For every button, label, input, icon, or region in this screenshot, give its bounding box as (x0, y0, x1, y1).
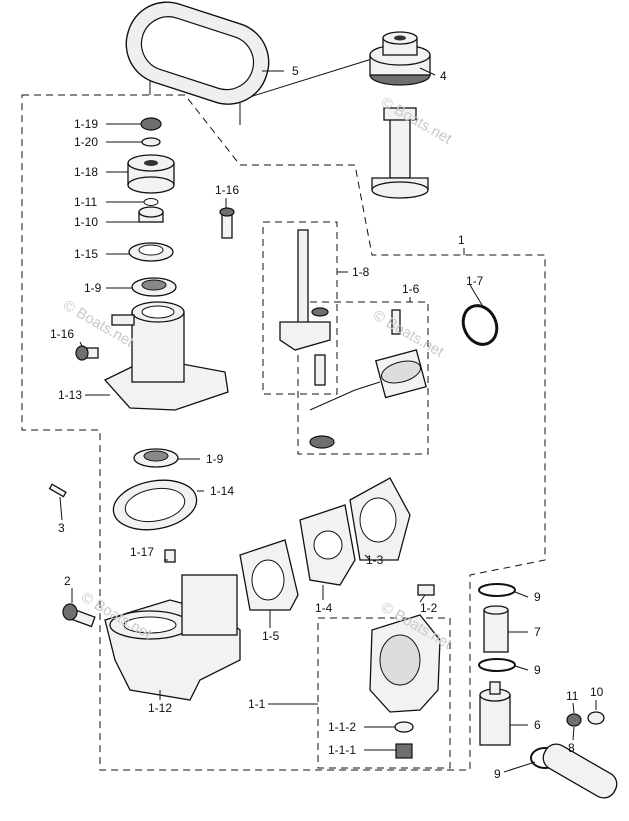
leader-lines (59, 67, 597, 773)
label-1: 1 (458, 233, 465, 247)
label-1-5: 1-5 (262, 629, 280, 643)
label-1-9-upper: 1-9 (84, 281, 102, 295)
crankshaft-1-8 (279, 229, 331, 386)
assembly-1-1-boundary (317, 617, 451, 769)
label-3: 3 (58, 521, 65, 535)
pump-cover-1-1 (369, 584, 441, 713)
label-1-9-lower: 1-9 (206, 452, 224, 466)
pin-3 (48, 483, 67, 498)
assembly-1-boundary (21, 94, 546, 771)
gear-1-18 (127, 154, 175, 194)
label-1-1-2: 1-1-2 (328, 720, 356, 734)
label-1-6: 1-6 (402, 282, 420, 296)
pulley (369, 31, 431, 86)
nut-1-19 (140, 117, 162, 131)
bushing-1-10 (138, 206, 164, 223)
label-6: 6 (534, 718, 541, 732)
bolt-2 (62, 603, 96, 628)
label-1-20: 1-20 (74, 135, 98, 149)
label-1-19: 1-19 (74, 117, 98, 131)
engine-shaft-top (371, 107, 429, 199)
clamp-9-upper (478, 583, 516, 597)
pump-body-1-12 (104, 549, 241, 701)
label-8: 8 (568, 741, 575, 755)
label-9-upper: 9 (534, 590, 541, 604)
label-1-2: 1-2 (420, 601, 438, 615)
label-9-lower: 9 (494, 767, 501, 781)
clamp-9-middle (478, 658, 516, 672)
gasket-1-5 (239, 539, 299, 611)
bolt-1-16-left (75, 345, 99, 361)
label-1-3: 1-3 (366, 553, 384, 567)
housing-1-13 (103, 301, 229, 411)
label-11: 11 (566, 689, 579, 703)
timing-belt (125, 1, 270, 105)
seal-1-15 (128, 242, 174, 262)
label-1-7: 1-7 (466, 274, 484, 288)
hose-8 (542, 743, 618, 799)
washer-1-1-2 (394, 721, 414, 733)
bolt-1-16-right (219, 207, 235, 239)
ring-1-11 (143, 198, 159, 206)
gasket-1-14 (112, 479, 198, 531)
label-1-16-left: 1-16 (50, 327, 74, 341)
label-1-13: 1-13 (58, 388, 82, 402)
label-1-11: 1-11 (74, 195, 97, 209)
label-5: 5 (292, 64, 299, 78)
bearing-1-9-lower (133, 448, 179, 468)
label-1-4: 1-4 (315, 601, 333, 615)
washer-1-20 (141, 137, 161, 147)
label-9-middle: 9 (534, 663, 541, 677)
label-7: 7 (534, 625, 541, 639)
part-labels: 5 4 1-19 1-20 1-18 1-11 1-10 1-16 1-15 1… (50, 64, 604, 781)
bearing-1-9-upper (131, 277, 177, 297)
filter-6 (479, 681, 511, 746)
label-1-1: 1-1 (248, 697, 266, 711)
label-1-12: 1-12 (148, 701, 172, 715)
label-1-15: 1-15 (74, 247, 98, 261)
label-1-16-top: 1-16 (215, 183, 239, 197)
assembly-1-8-boundary (262, 221, 338, 395)
label-1-10: 1-10 (74, 215, 98, 229)
plate-1-3 (349, 477, 411, 561)
label-1-8: 1-8 (352, 265, 370, 279)
label-1-17: 1-17 (130, 545, 154, 559)
label-1-18: 1-18 (74, 165, 98, 179)
label-2: 2 (64, 574, 71, 588)
bolt-11 (566, 713, 582, 727)
label-1-14: 1-14 (210, 484, 234, 498)
screw-1-1-1 (395, 743, 413, 759)
label-10: 10 (590, 685, 604, 699)
hose-7 (483, 605, 509, 653)
piston-ring-1-7 (461, 304, 499, 346)
washer-10 (587, 711, 605, 725)
label-4: 4 (440, 69, 447, 83)
piston-1-6 (309, 309, 427, 449)
diaphragm-1-4 (299, 504, 356, 586)
assembly-1-6-boundary (297, 301, 429, 455)
label-1-1-1: 1-1-1 (328, 743, 356, 757)
